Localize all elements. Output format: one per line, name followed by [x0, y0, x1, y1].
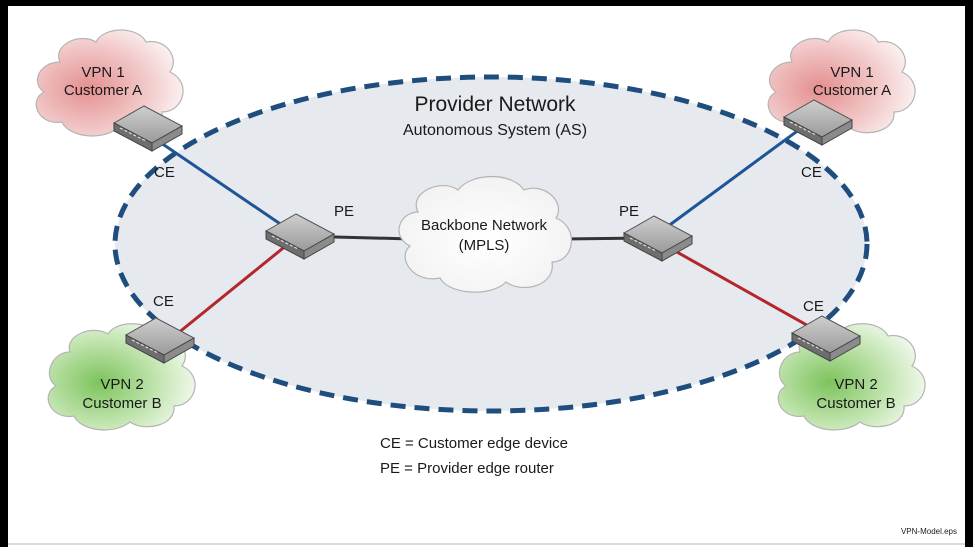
link-ce-vpn2-left	[171, 234, 299, 340]
link-ce-vpn2-right	[651, 236, 829, 339]
ce-label-vpn1-left: CE	[154, 164, 175, 181]
file-name-label: VPN-Model.eps	[900, 527, 957, 536]
right-border	[965, 0, 973, 547]
vpn2-left-line2: Customer B	[82, 395, 161, 412]
pe-label-right: PE	[619, 203, 639, 220]
link-ce-vpn1-right	[651, 116, 816, 240]
pe-label-left: PE	[334, 203, 354, 220]
left-border	[0, 0, 8, 547]
legend-ce: CE = Customer edge device	[380, 435, 569, 452]
backbone-cloud: Backbone Network (MPLS)	[398, 175, 572, 293]
backbone-line2: (MPLS)	[459, 237, 510, 254]
vpn1-right-line1: VPN 1	[830, 64, 873, 81]
vpn2-right-line2: Customer B	[816, 395, 895, 412]
vpn1-left-line1: VPN 1	[81, 64, 124, 81]
vpn1-left-line2: Customer A	[64, 82, 142, 99]
vpn2-left-line1: VPN 2	[100, 376, 143, 393]
link-ce-vpn1-left	[141, 128, 299, 238]
vpn1-right-line2: Customer A	[813, 82, 891, 99]
top-border	[0, 0, 973, 6]
legend-pe: PE = Provider edge router	[380, 460, 554, 477]
provider-network-title: Provider Network	[414, 93, 576, 116]
backbone-line1: Backbone Network	[421, 217, 547, 234]
ce-label-vpn1-right: CE	[801, 164, 822, 181]
vpn2-right-line1: VPN 2	[834, 376, 877, 393]
provider-network-subtitle: Autonomous System (AS)	[403, 122, 587, 139]
ce-label-vpn2-right: CE	[803, 298, 824, 315]
ce-label-vpn2-left: CE	[153, 293, 174, 310]
